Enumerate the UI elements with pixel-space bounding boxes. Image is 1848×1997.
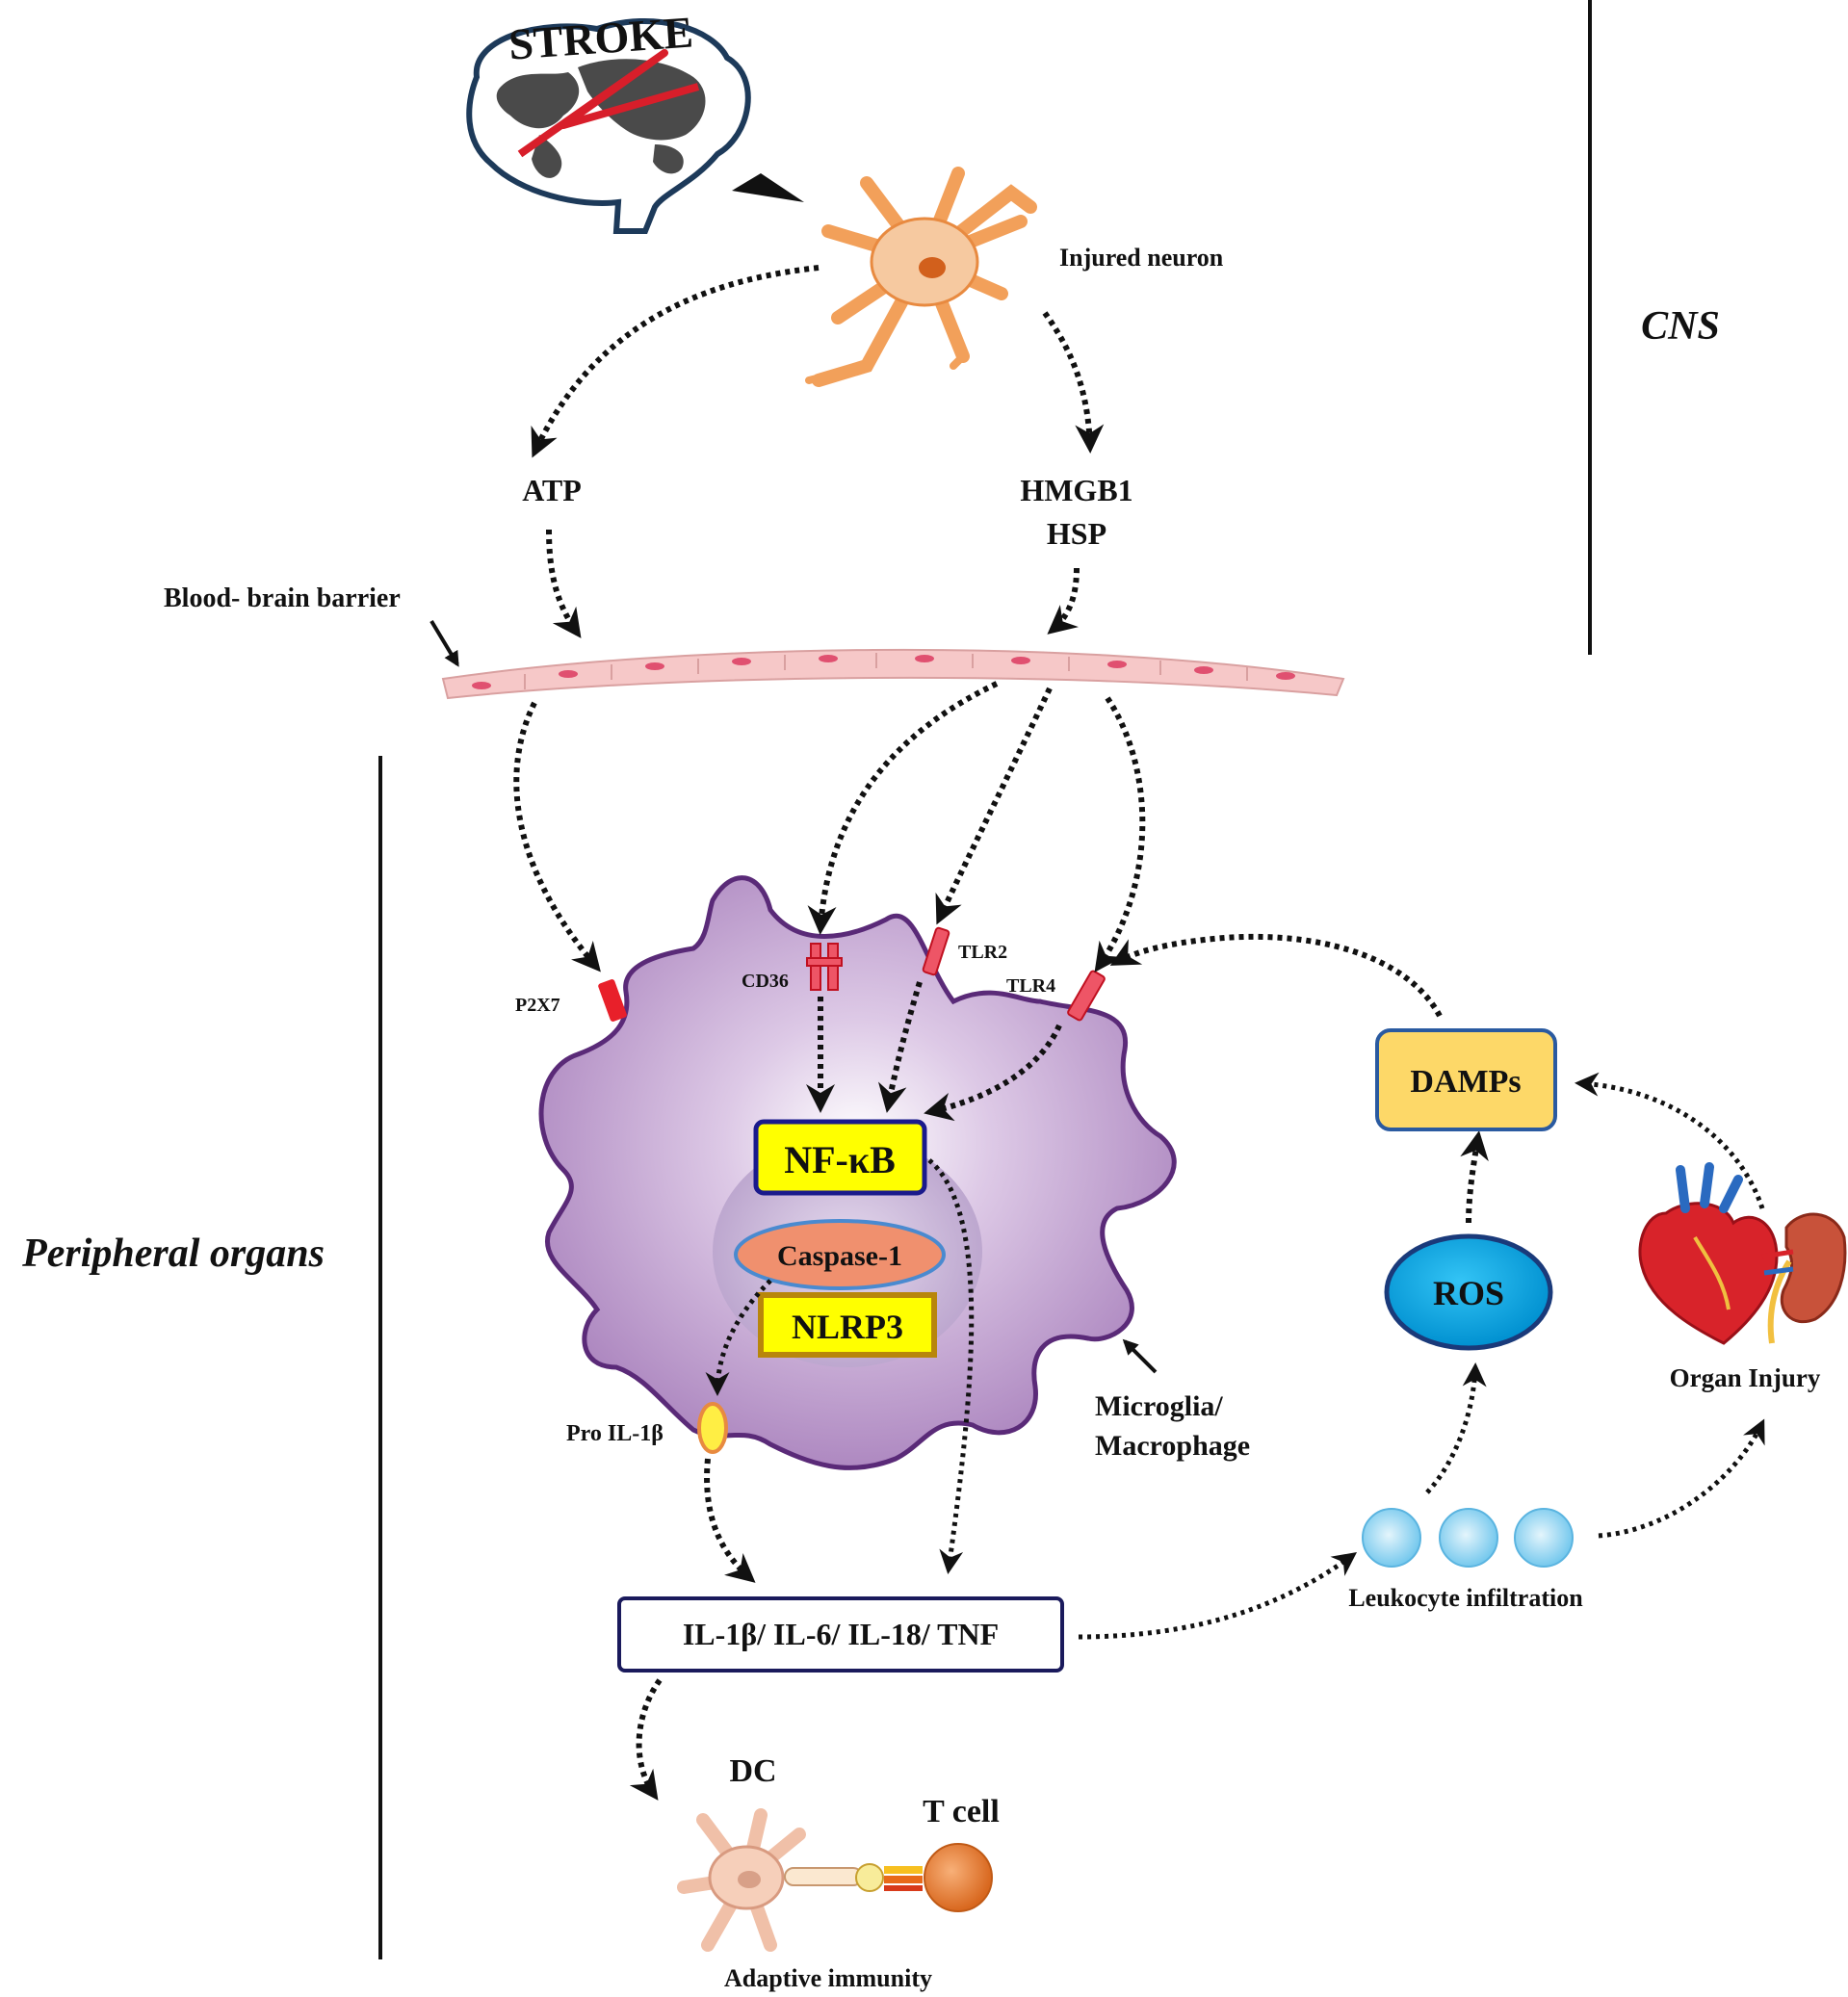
pro-il1b-label: Pro IL-1β: [566, 1421, 664, 1446]
leukocyte-label: Leukocyte infiltration: [1348, 1584, 1583, 1612]
cytokines-to-leukocytes-arrow: [1078, 1552, 1358, 1640]
mhc-tcr-synapse-icon: [784, 1863, 923, 1892]
cns-label: CNS: [1641, 304, 1720, 349]
organ-injury-label: Organ Injury: [1670, 1363, 1821, 1392]
neuron-to-hmgb1-arrow: [1042, 311, 1105, 454]
damps-label: DAMPs: [1410, 1064, 1521, 1100]
bbb-pointer-arrow: [429, 619, 459, 667]
microglia-label-line1: Microglia/: [1095, 1390, 1223, 1422]
cytokines-to-dc-arrow: [629, 1678, 663, 1801]
kidney-icon: [1761, 1212, 1847, 1344]
ros-to-damps-arrow: [1460, 1130, 1489, 1224]
tlr4-label: TLR4: [1006, 975, 1055, 997]
leukocytes-to-organ-arrow: [1598, 1418, 1765, 1539]
leukocyte-cells-icon: [1362, 1508, 1574, 1568]
leukocytes-to-ros-arrow: [1425, 1362, 1487, 1494]
tlr2-label: TLR2: [958, 942, 1007, 963]
damps-to-tlr4-arrow: [1109, 933, 1443, 1018]
hsp-label: HSP: [1047, 516, 1106, 551]
cytokines-label: IL-1β/ IL-6/ IL-18/ TNF: [683, 1617, 999, 1651]
caspase1-ellipse: [734, 1219, 946, 1290]
damps-box: [1375, 1028, 1557, 1131]
tlr4-to-nfkb-arrow: [924, 1024, 1062, 1122]
dendritic-cell-icon: [677, 1808, 806, 1952]
hmgb1-label: HMGB1: [1020, 473, 1132, 507]
injured-neuron-label: Injured neuron: [1059, 244, 1224, 272]
tlr2-receptor: [922, 926, 950, 976]
cd36-label: CD36: [742, 971, 789, 992]
hsp-to-bbb-arrow: [1047, 567, 1080, 635]
caspase1-label: Caspase-1: [777, 1240, 902, 1272]
nlrp3-box: [758, 1292, 937, 1358]
p2x7-receptor: [598, 979, 627, 1022]
atp-to-bbb-arrow: [546, 529, 582, 638]
p2x7-label: P2X7: [515, 995, 560, 1016]
nfkb-label: NF-κB: [784, 1138, 896, 1181]
t-cell-icon: [924, 1843, 993, 1912]
proil1b-to-cytokines-arrow: [704, 1458, 756, 1583]
ros-label: ROS: [1433, 1274, 1504, 1312]
ros-ellipse: [1384, 1233, 1553, 1351]
nfkb-to-cytokines-arrow: [927, 1158, 975, 1574]
cd36-receptor: [806, 943, 843, 991]
t-cell-label: T cell: [923, 1794, 1000, 1829]
heart-icon: [1638, 1162, 1779, 1345]
organ-to-damps-arrow: [1575, 1072, 1765, 1209]
atp-label: ATP: [522, 473, 582, 507]
injured-neuron-icon: [805, 167, 1037, 387]
bbb-label: Blood- brain barrier: [164, 584, 401, 613]
peripheral-organs-label: Peripheral organs: [21, 1232, 325, 1276]
pro-il1b-vesicle: [697, 1402, 728, 1454]
nfkb-box: [753, 1119, 927, 1196]
tlr4-receptor: [1067, 970, 1106, 1022]
nlrp3-label: NLRP3: [792, 1308, 903, 1346]
bbb-to-tlr2-arrow: [935, 687, 1053, 925]
cytokines-box: [617, 1596, 1064, 1673]
bbb-to-cd36-arrow: [807, 681, 999, 935]
tlr2-to-nfkb-arrow: [877, 981, 923, 1113]
bbb-to-tlr4-arrow: [1094, 696, 1146, 973]
stroke-to-neuron-arrow: [732, 173, 804, 202]
bbb-to-p2x7-arrow: [513, 701, 601, 973]
microglia-label-line2: Macrophage: [1095, 1430, 1250, 1462]
stroke-brain-logo: STROKE: [466, 7, 751, 234]
caspase-to-proil1b-arrow: [705, 1279, 772, 1396]
dc-label: DC: [729, 1753, 776, 1789]
neuron-to-atp-arrow: [531, 265, 820, 458]
adaptive-immunity-label: Adaptive immunity: [724, 1964, 932, 1992]
blood-brain-barrier: [441, 648, 1345, 700]
microglia-pointer-arrow: [1122, 1338, 1158, 1374]
